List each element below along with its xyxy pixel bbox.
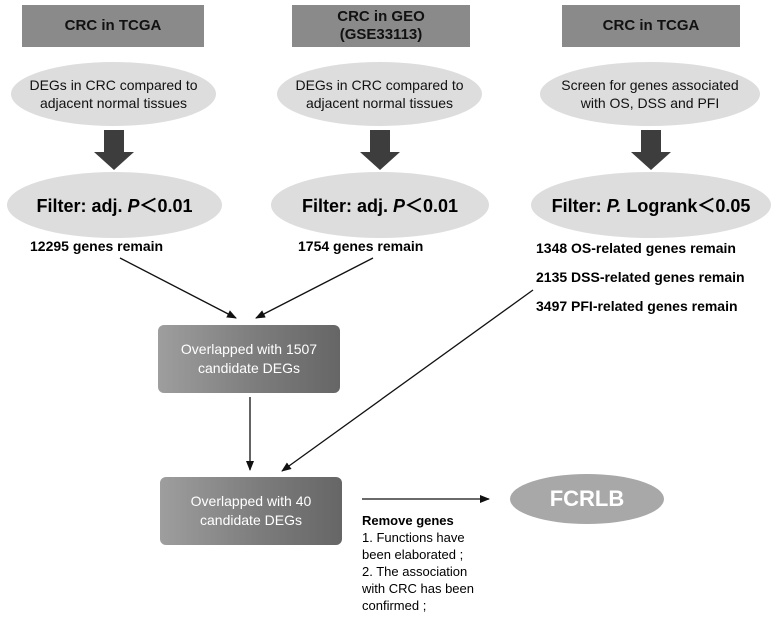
filter-2-suffix: ＜0.01 (404, 196, 459, 216)
filter-3-suffix: Logrank＜0.05 (621, 196, 751, 216)
tcga-header-2: CRC in TCGA (562, 5, 740, 47)
deg-description-1-line1: DEGs in CRC compared to (29, 77, 198, 93)
filter-3-prefix: Filter: (551, 196, 607, 216)
final-gene-label: FCRLB (549, 486, 625, 511)
deg-description-2-line2: adjacent normal tissues (305, 95, 454, 111)
arrow-geo-to-overlap1 (255, 257, 374, 319)
geo-header: CRC in GEO (GSE33113) (292, 5, 470, 47)
remove-note-line-3: 2. The association (362, 564, 468, 579)
overlap-box-2: Overlapped with 40 candidate DEGs (160, 477, 342, 545)
filter-2-italic: P (392, 196, 405, 216)
os-result: 1348 OS-related genes remain (536, 240, 736, 256)
geo-header-sub: (GSE33113) (339, 26, 423, 43)
survival-description: Screen for genes associated with OS, DSS… (540, 62, 760, 126)
tcga-header-1-label: CRC in TCGA (64, 17, 162, 34)
remove-note-line-5: confirmed ; (362, 598, 427, 613)
pfi-result: 3497 PFI-related genes remain (536, 298, 738, 314)
filter-1-suffix: ＜0.01 (139, 196, 193, 216)
filter-2-prefix: Filter: adj. (301, 196, 393, 216)
filter-ellipse-3: Filter: P. Logrank＜0.05 (531, 172, 771, 238)
arrow-tcga-to-overlap1 (119, 257, 237, 319)
remove-note-line-1: 1. Functions have (362, 530, 465, 545)
tcga-header-2-label: CRC in TCGA (602, 17, 700, 34)
block-arrow-1 (94, 130, 134, 170)
filter-3-italic: P. (606, 196, 622, 216)
geo-result: 1754 genes remain (298, 238, 424, 254)
overlap-box-1: Overlapped with 1507 candidate DEGs (158, 325, 340, 393)
final-gene-ellipse: FCRLB (510, 474, 664, 524)
tcga-header-1: CRC in TCGA (22, 5, 204, 47)
geo-header-label: CRC in GEO (337, 8, 425, 25)
block-arrow-3 (631, 130, 671, 170)
remove-note-line-2: been elaborated ; (362, 547, 464, 562)
survival-description-line2: with OS, DSS and PFI (580, 95, 720, 111)
overlap-box-1-line1: Overlapped with 1507 (180, 341, 318, 357)
deg-description-2: DEGs in CRC compared to adjacent normal … (277, 62, 482, 126)
tcga-result: 12295 genes remain (30, 238, 164, 254)
remove-genes-title: Remove genes (362, 513, 454, 528)
block-arrow-2 (360, 130, 400, 170)
filter-1-prefix: Filter: adj. (36, 196, 128, 216)
deg-description-1-line2: adjacent normal tissues (39, 95, 188, 111)
survival-description-line1: Screen for genes associated (561, 77, 739, 93)
deg-description-1: DEGs in CRC compared to adjacent normal … (11, 62, 216, 126)
overlap-box-1-line2: candidate DEGs (198, 360, 300, 376)
overlap-box-2-line2: candidate DEGs (200, 512, 302, 528)
remove-note-line-4: with CRC has been (362, 581, 474, 596)
overlap-box-2-line1: Overlapped with 40 (190, 493, 312, 509)
remove-genes-note: Remove genes 1. Functions have been elab… (362, 512, 474, 614)
filter-ellipse-1: Filter: adj. P＜0.01 (7, 172, 222, 238)
deg-description-2-line1: DEGs in CRC compared to (295, 77, 464, 93)
arrow-survival-to-overlap2 (281, 289, 534, 472)
filter-ellipse-2: Filter: adj. P＜0.01 (271, 172, 489, 238)
filter-1-italic: P (127, 196, 140, 216)
dss-result: 2135 DSS-related genes remain (536, 269, 745, 285)
